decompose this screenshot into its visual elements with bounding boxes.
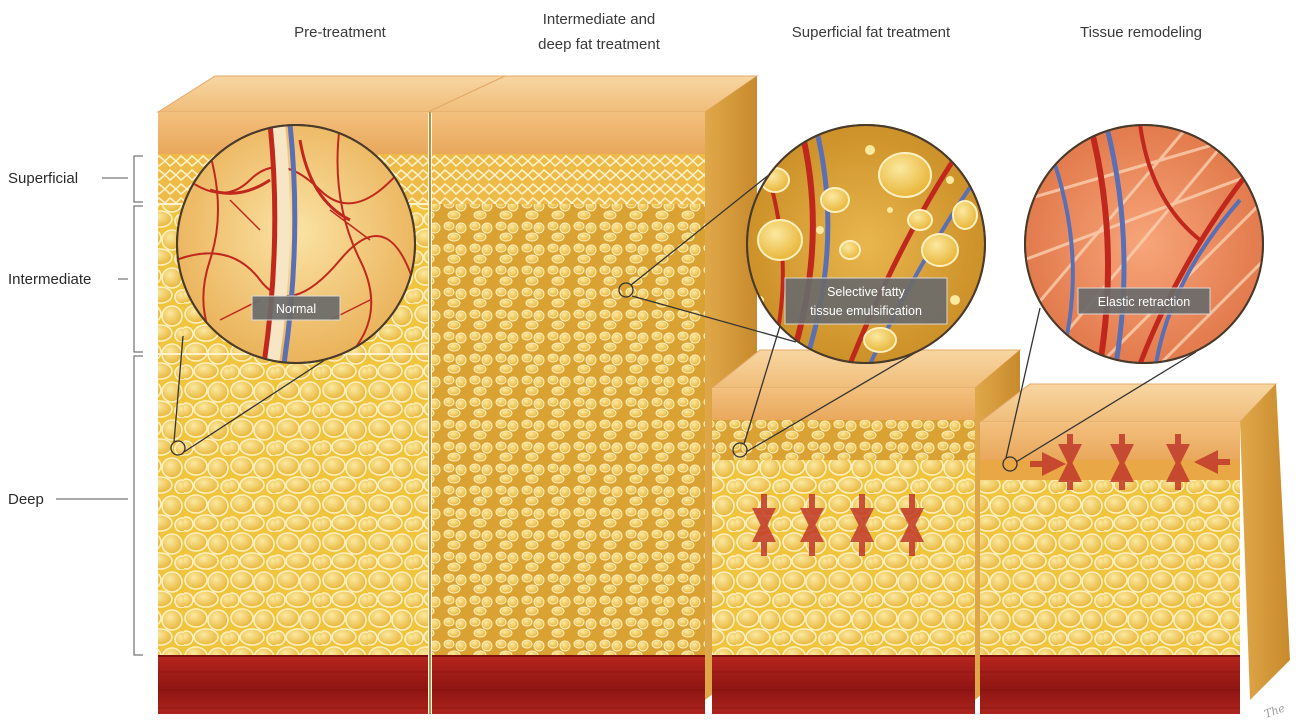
bracket-intermediate [134,206,143,352]
stage-titles: Pre-treatment Intermediate and deep fat … [294,11,1202,53]
inset-emulsification: Selective fatty tissue emulsification [746,124,986,364]
stage-title-deep-line-1: Intermediate and [543,11,656,28]
block-tissue-remodeling [980,384,1290,714]
artist-signature: The [1263,701,1288,721]
block-deep-treatment [428,76,757,714]
layer-label-intermediate: Intermediate [8,271,91,288]
stage-title-pre-treatment: Pre-treatment [294,24,387,41]
layer-scale: Superficial Intermediate Deep [8,156,143,655]
inset-label-normal: Normal [276,302,316,316]
inset-normal: Normal [176,124,416,364]
inset-retraction: Elastic retraction [1024,124,1264,364]
inset-label-retraction: Elastic retraction [1098,295,1190,309]
stage-title-superficial: Superficial fat treatment [792,24,951,41]
inset-label-emulsification-line-1: Selective fatty [827,285,906,299]
layer-label-superficial: Superficial [8,170,78,187]
bracket-superficial [134,156,143,202]
inset-label-emulsification-line-2: tissue emulsification [810,304,922,318]
stage-title-deep-line-2: deep fat treatment [538,36,661,53]
layer-label-deep: Deep [8,491,44,508]
stage-title-remodeling: Tissue remodeling [1080,24,1202,41]
block-superficial-treatment [712,350,1020,714]
bracket-deep [134,356,143,655]
